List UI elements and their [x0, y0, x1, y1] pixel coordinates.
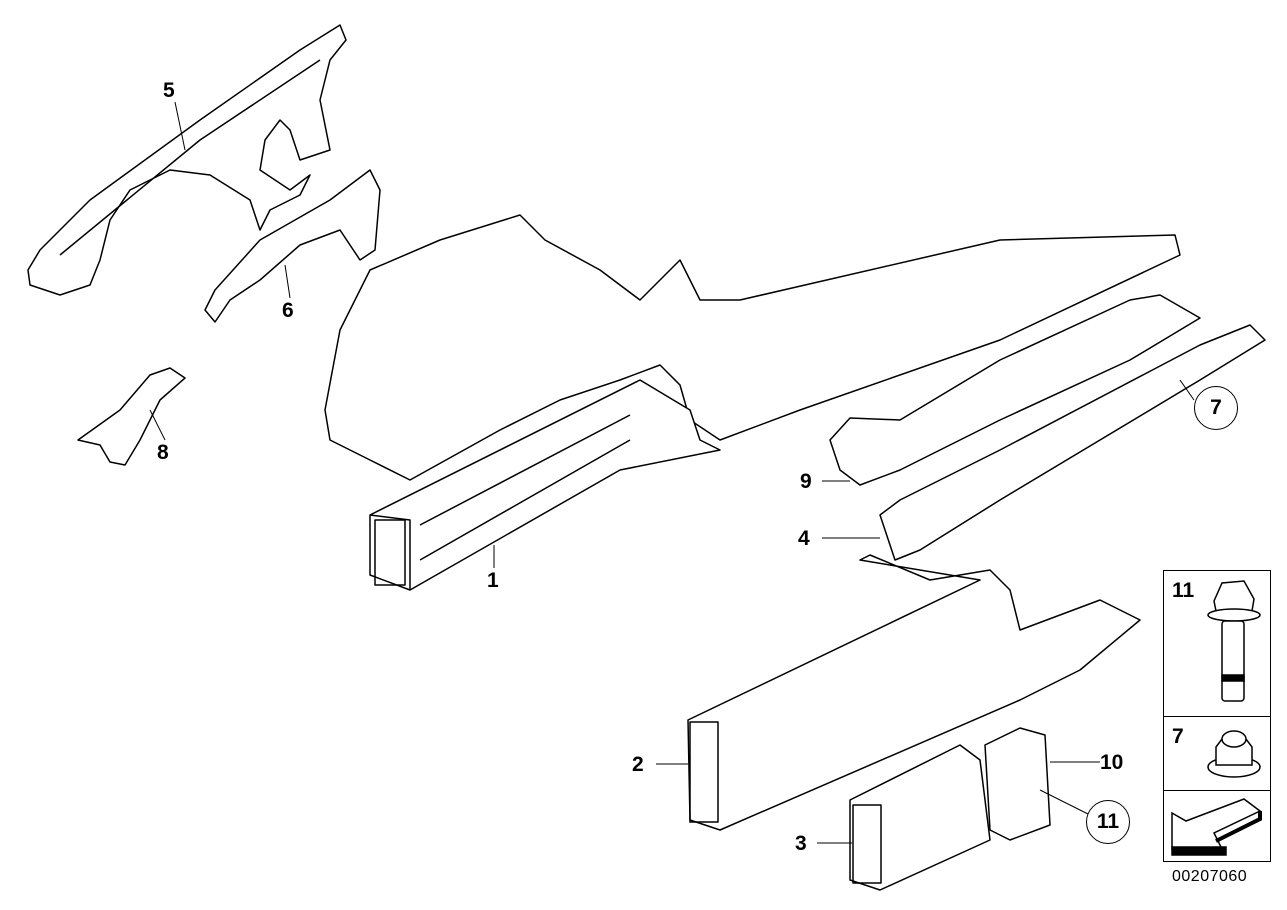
- nut-icon: [1207, 730, 1261, 778]
- callout-3: 3: [795, 832, 807, 855]
- document-number: 00207060: [1172, 868, 1248, 885]
- legend-nut-number: 7: [1172, 725, 1184, 748]
- callout-7-circle: 7: [1194, 386, 1238, 430]
- callout-11-circle: 11: [1086, 800, 1130, 844]
- callout-8: 8: [157, 441, 169, 464]
- part-9-drawing: [829, 294, 1201, 486]
- part-5-drawing: [27, 24, 347, 296]
- direction-arrow-icon: [1171, 798, 1262, 856]
- callout-5: 5: [163, 79, 175, 102]
- part-6-drawing: [204, 169, 381, 323]
- legend-arrow: [1164, 791, 1270, 863]
- part-3-drawing: [849, 744, 991, 891]
- part-10-drawing: [984, 727, 1051, 841]
- callout-2: 2: [632, 753, 644, 776]
- legend-bolt: 11: [1164, 571, 1270, 717]
- part-1-drawing: [324, 214, 1181, 591]
- part-4-drawing: [879, 324, 1266, 561]
- callout-1: 1: [487, 569, 499, 592]
- part-8-drawing: [77, 367, 186, 466]
- legend-nut: 7: [1164, 717, 1270, 791]
- legend-bolt-number: 11: [1172, 579, 1195, 602]
- leader-lines: [149, 101, 1195, 844]
- callout-10: 10: [1100, 751, 1124, 774]
- fastener-legend: 11 7: [1163, 570, 1271, 862]
- callout-4: 4: [798, 527, 810, 550]
- part-2-drawing: [687, 554, 1141, 831]
- callout-6: 6: [282, 299, 294, 322]
- callout-9: 9: [800, 470, 812, 493]
- bolt-icon: [1207, 580, 1261, 702]
